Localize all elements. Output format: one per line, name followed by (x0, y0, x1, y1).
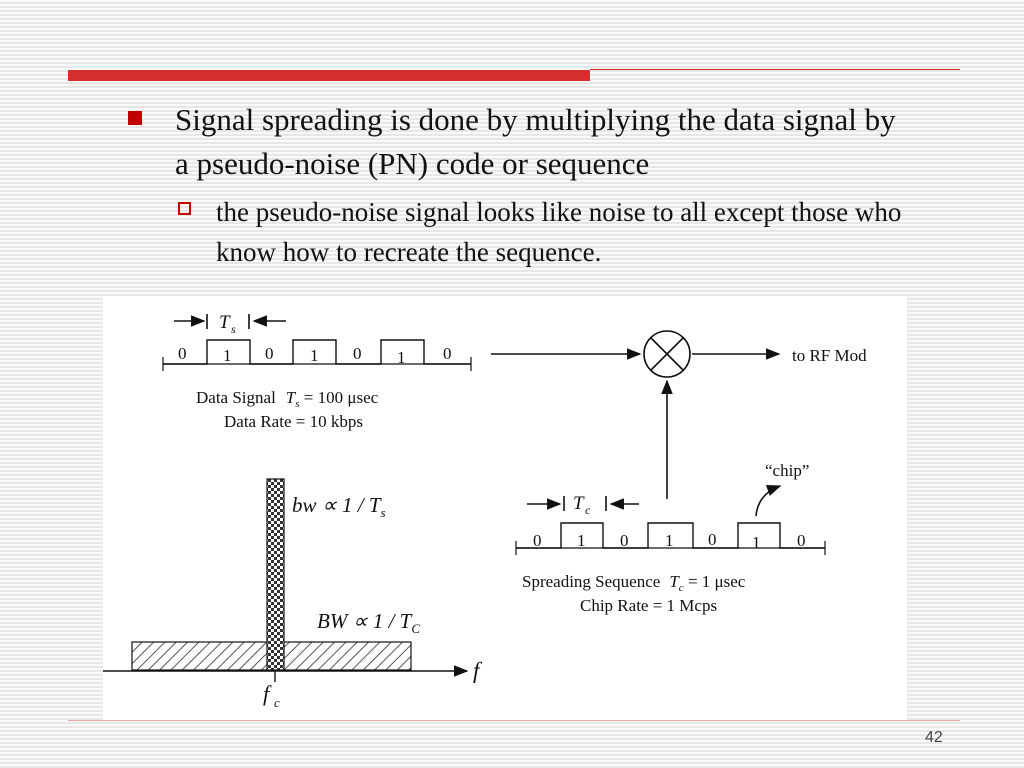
hollow-square-bullet-icon (178, 202, 191, 215)
narrowband-spectrum (266, 478, 285, 671)
spectrum-plot: f f c bw ∝ 1 / Ts BW ∝ 1 / TC (103, 478, 483, 710)
rf-mod-label: to RF Mod (792, 346, 867, 365)
chip-label: “chip” (765, 461, 809, 480)
chip-period-subscript: c (585, 503, 591, 517)
bullet-level-2: the pseudo-noise signal looks like noise… (176, 192, 956, 272)
frequency-axis-label: f (473, 658, 483, 683)
center-frequency-subscript: c (274, 695, 280, 710)
data-bit-2: 1 (223, 346, 232, 365)
data-period-subscript: s (231, 322, 236, 336)
data-signal-waveform: 0 1 0 1 0 1 0 (162, 339, 472, 371)
data-rate-caption: Data Rate = 10 kbps (224, 412, 363, 431)
wide-bandwidth-label: BW ∝ 1 / TC (317, 609, 420, 636)
chip-annotation: “chip” (755, 461, 809, 517)
page-number: 42 (925, 729, 943, 746)
bullet-level-1: Signal spreading is done by multiplying … (128, 98, 908, 186)
footer-rule (68, 720, 960, 721)
chip-bit-6: 1 (752, 533, 761, 552)
chip-bit-4: 1 (665, 531, 674, 550)
center-frequency-label: f (263, 681, 272, 706)
chip-bit-2: 1 (577, 531, 586, 550)
title-accent-bar (68, 70, 590, 81)
data-bit-6: 1 (397, 348, 406, 367)
title-accent-line (590, 69, 960, 70)
data-bit-1: 0 (178, 344, 187, 363)
chip-period-marker: T c (527, 493, 639, 517)
bullet-2-text: the pseudo-noise signal looks like noise… (216, 197, 902, 267)
chip-bit-5: 0 (708, 530, 717, 549)
spreading-sequence-waveform: 0 1 0 1 0 1 0 (515, 522, 826, 555)
chip-rate-caption: Chip Rate = 1 Mcps (580, 596, 717, 615)
data-bit-5: 0 (353, 344, 362, 363)
data-period-symbol: T (219, 312, 231, 333)
chip-bit-3: 0 (620, 531, 629, 550)
chip-bit-1: 0 (533, 531, 542, 550)
square-bullet-icon (128, 111, 142, 125)
multiplier-block: to RF Mod (491, 330, 867, 499)
chip-bit-7: 0 (797, 531, 806, 550)
narrow-bandwidth-label: bw ∝ 1 / Ts (292, 493, 386, 520)
chip-period-symbol: T (573, 493, 585, 514)
bullet-1-text: Signal spreading is done by multiplying … (175, 102, 896, 181)
data-bit-3: 0 (265, 344, 274, 363)
data-bit-4: 1 (310, 346, 319, 365)
data-bit-7: 0 (443, 344, 452, 363)
data-signal-period-marker: T s (174, 312, 286, 336)
